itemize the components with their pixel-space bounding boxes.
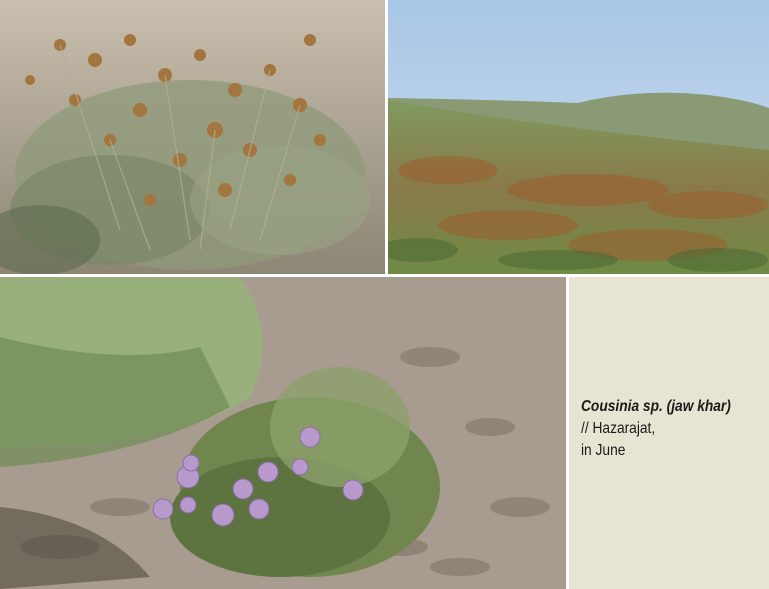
photo-flowering-thistle xyxy=(0,277,566,589)
species-name: Cousinia sp. (jaw khar) xyxy=(581,398,731,415)
photo-dry-thistle xyxy=(0,0,385,274)
photo-caption: Cousinia sp. (jaw khar) // Hazarajat, in … xyxy=(581,396,736,462)
caption-panel: Cousinia sp. (jaw khar) // Hazarajat, in … xyxy=(569,277,769,589)
location-name: Hazarajat, xyxy=(592,420,656,437)
photo-hillside xyxy=(388,0,769,274)
caption-separator: // xyxy=(581,420,593,437)
season-text: in June xyxy=(581,442,626,459)
